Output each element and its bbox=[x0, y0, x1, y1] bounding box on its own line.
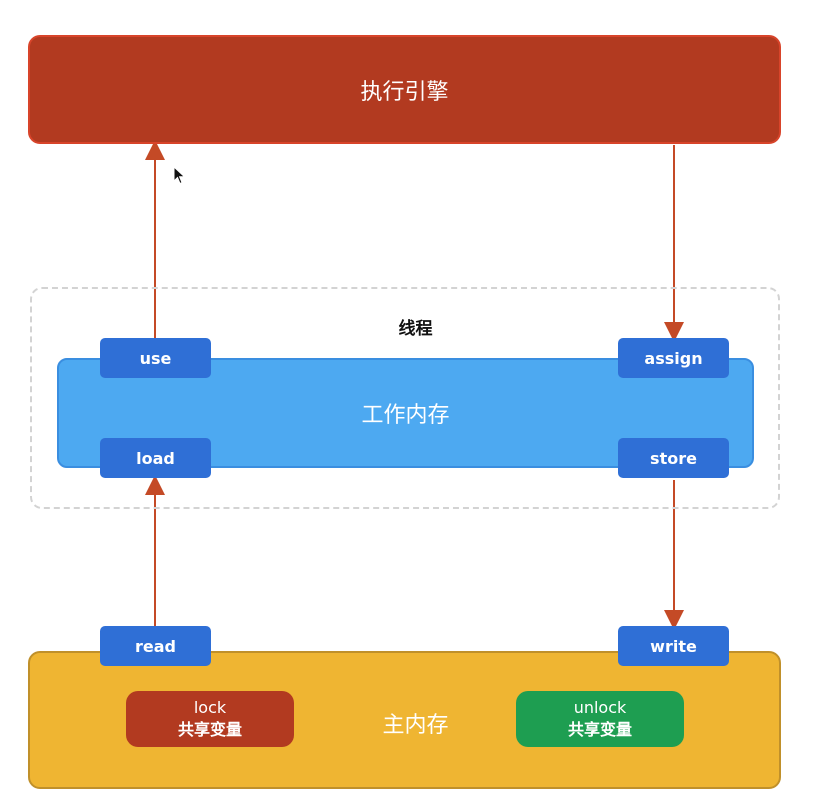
lock-shared-variable: lock 共享变量 bbox=[126, 691, 294, 747]
main-memory-label: 主内存 bbox=[382, 713, 449, 738]
op-write: write bbox=[618, 626, 729, 666]
lock-shared-variable-label: 共享变量 bbox=[177, 720, 242, 739]
op-store: store bbox=[618, 438, 729, 478]
execution-engine-box: 执行引擎 bbox=[28, 35, 781, 144]
op-assign: assign bbox=[618, 338, 729, 378]
op-use: use bbox=[100, 338, 211, 378]
op-load: load bbox=[100, 438, 211, 478]
thread-boundary bbox=[30, 287, 780, 509]
work-memory-label: 工作内存 bbox=[361, 403, 450, 428]
execution-engine-label: 执行引擎 bbox=[360, 79, 449, 105]
unlock-shared-variable-label: 共享变量 bbox=[567, 720, 632, 739]
unlock-shared-variable: unlock 共享变量 bbox=[516, 691, 684, 747]
op-read: read bbox=[100, 626, 211, 666]
mouse-pointer-icon bbox=[173, 166, 186, 185]
thread-label: 线程 bbox=[398, 319, 433, 339]
unlock-op-label: unlock bbox=[573, 698, 627, 717]
lock-op-label: lock bbox=[193, 698, 227, 717]
